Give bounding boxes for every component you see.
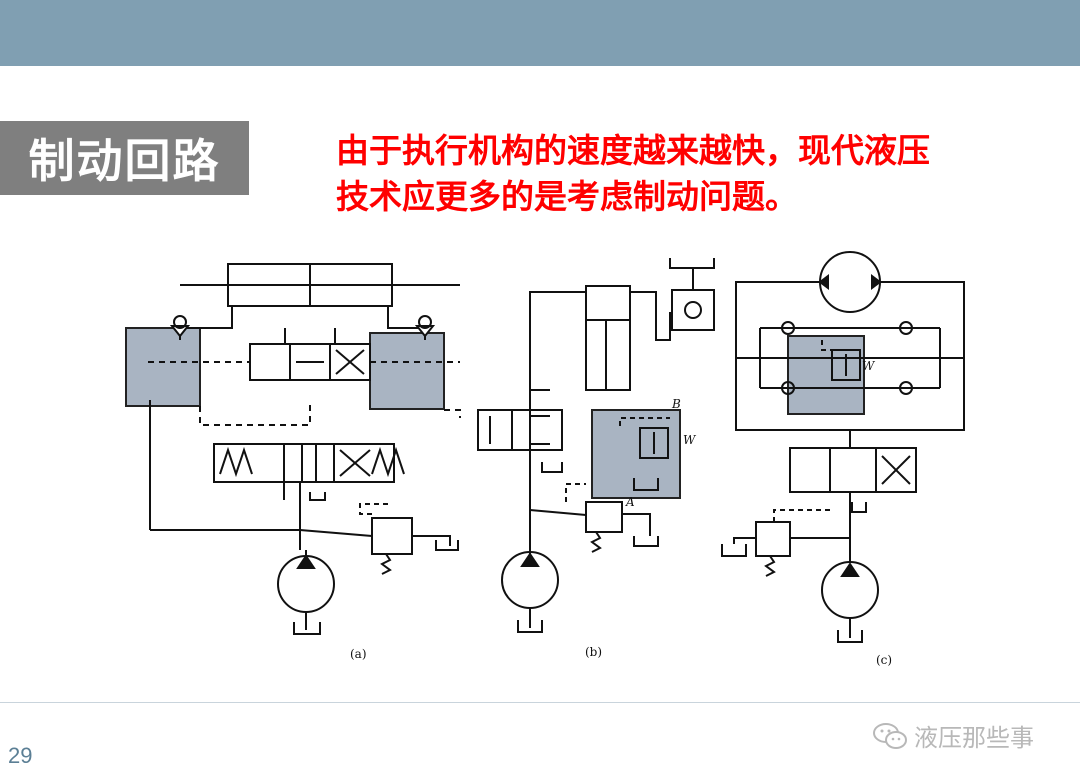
watermark: 液压那些事 bbox=[872, 718, 1034, 753]
label-A: A bbox=[625, 495, 635, 509]
watermark-text: 液压那些事 bbox=[914, 724, 1034, 752]
label-b: (b) bbox=[585, 645, 602, 659]
page-number: 29 bbox=[8, 743, 33, 768]
wechat-icon bbox=[873, 722, 907, 749]
label-W-c: W bbox=[862, 359, 876, 373]
header-bar bbox=[0, 0, 1080, 66]
label-a: (a) bbox=[350, 647, 367, 661]
label-W-b: W bbox=[683, 433, 697, 447]
circuit-b bbox=[477, 258, 715, 633]
slide-subtitle: 由于执行机构的速度越来越快，现代液压 技术应更多的是考虑制动问题。 bbox=[336, 128, 1056, 220]
slide-title: 制动回路 bbox=[28, 134, 221, 188]
circuit-c bbox=[721, 251, 965, 643]
slide-title-box: 制动回路 bbox=[0, 121, 249, 195]
hydraulic-circuit-diagram: (a) (b) (c) B A W W bbox=[125, 251, 965, 667]
subtitle-line-1: 由于执行机构的速度越来越快，现代液压 bbox=[336, 131, 930, 170]
label-B: B bbox=[671, 397, 681, 411]
footer-divider bbox=[0, 702, 1080, 703]
circuit-a bbox=[125, 263, 461, 635]
subtitle-line-2: 技术应更多的是考虑制动问题。 bbox=[336, 177, 798, 216]
label-c: (c) bbox=[876, 653, 892, 667]
